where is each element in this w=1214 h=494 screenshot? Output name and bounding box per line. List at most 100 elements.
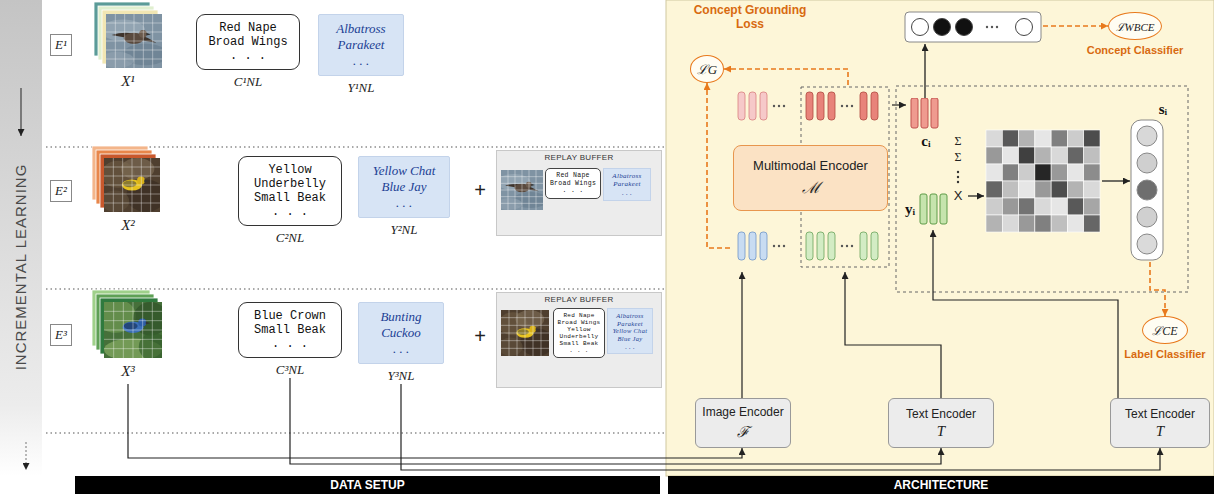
vector-bar xyxy=(930,194,937,224)
ellipsis-dot xyxy=(773,105,775,107)
set-symbol: C³NL xyxy=(238,362,342,378)
score-vector: sᵢ xyxy=(1124,100,1176,262)
bird-wing xyxy=(124,323,138,330)
photo-texture xyxy=(139,333,162,358)
similarity-cell xyxy=(986,164,1002,181)
set-symbol: Y²NL xyxy=(358,222,450,238)
vector-symbol: sᵢ xyxy=(1150,100,1176,118)
token xyxy=(817,92,824,120)
ellipsis-dot xyxy=(996,26,998,28)
flow-connector xyxy=(401,384,1160,470)
flow-connector xyxy=(892,104,906,105)
encoder-name: Text Encoder xyxy=(906,407,976,421)
flow-connector xyxy=(741,272,742,398)
loss-connector xyxy=(707,83,730,248)
item-list: Yellow Chat Blue Jay xyxy=(366,163,442,195)
concept-box: Red Nape Broad Wings. . .C¹NL xyxy=(196,14,300,90)
patch-grid xyxy=(501,203,543,204)
vector-bar xyxy=(931,98,938,128)
class-outline: Yellow Chat Blue Jay. . . xyxy=(358,156,450,218)
patch-grid xyxy=(104,339,162,340)
item-list: Albatross Parakeet Yellow Chat Blue Jay xyxy=(611,312,649,343)
encoder-symbol: ℳ xyxy=(802,176,820,198)
vector-label-holder: sᵢ xyxy=(1150,100,1176,118)
multimodal-encoder: Multimodal Encoderℳ xyxy=(730,85,892,272)
patch-grid xyxy=(104,185,160,186)
similarity-cell xyxy=(1051,164,1067,181)
encoder-name: Image Encoder xyxy=(702,405,783,419)
section-title: DATA SETUP xyxy=(75,476,660,494)
sum-symbol: Σ xyxy=(950,134,966,148)
bird-beak xyxy=(144,179,148,182)
dataset-symbol: X¹ xyxy=(108,72,148,90)
ellipsis: . . . xyxy=(366,341,436,357)
concept-unit xyxy=(1016,19,1033,36)
similarity-cell xyxy=(1051,215,1067,232)
bird-photo xyxy=(497,170,547,210)
bird-photo xyxy=(94,2,168,68)
experience-box: E² xyxy=(50,180,72,202)
bird-wing xyxy=(517,329,529,335)
similarity-cell xyxy=(1035,181,1051,198)
ellipsis-dot xyxy=(773,245,775,247)
patch-grid xyxy=(141,158,142,212)
ellipsis-dot xyxy=(783,105,785,107)
set-symbol: Y¹NL xyxy=(318,80,404,96)
scoring-group xyxy=(896,86,1188,292)
ellipsis-dot xyxy=(851,105,853,107)
side-band: INCREMENTAL LEARNING xyxy=(0,0,42,476)
bird-head xyxy=(138,319,146,327)
token xyxy=(817,232,824,260)
loss-symbol: ℒG xyxy=(697,60,717,78)
ellipsis: . . . xyxy=(204,49,292,63)
class-box: Albatross Parakeet. . .Y¹NL xyxy=(318,14,404,96)
similarity-cell xyxy=(1035,147,1051,164)
similarity-cell xyxy=(1084,215,1100,232)
ellipsis-dot xyxy=(778,105,780,107)
similarity-cell xyxy=(1019,130,1035,147)
encoder-symbol: T xyxy=(937,423,945,440)
loss-connector xyxy=(724,69,848,85)
bird-photo xyxy=(92,290,168,361)
bird-beak xyxy=(146,33,150,36)
flow-connector xyxy=(290,378,941,464)
section-bar: DATA SETUP xyxy=(75,476,660,494)
loss-ellipse: ℒWBCE xyxy=(1108,12,1162,40)
bird-photo xyxy=(92,146,166,212)
row-separator xyxy=(46,432,664,433)
similarity-cell xyxy=(1067,147,1083,164)
token xyxy=(749,92,756,120)
token xyxy=(749,232,756,260)
concept-unit xyxy=(956,19,973,36)
experience-symbol: E³ xyxy=(55,327,67,343)
ellipsis-dot xyxy=(991,26,993,28)
token xyxy=(738,92,745,120)
side-band-ground xyxy=(0,0,42,476)
patch-grid xyxy=(106,59,162,60)
class-box: Albatross Parakeet Yellow Chat Blue Jay.… xyxy=(607,308,653,354)
section-title: ARCHITECTURE xyxy=(668,476,1214,494)
patch-grid xyxy=(106,41,162,42)
encoder-box: Image Encoderℱ xyxy=(695,398,791,448)
vector-symbol: yᵢ xyxy=(902,200,918,218)
similarity-cell xyxy=(1067,198,1083,215)
photo-texture xyxy=(104,190,129,212)
score-unit xyxy=(1137,234,1157,254)
axis-title: INCREMENTAL LEARNING xyxy=(11,117,31,417)
vector-symbol: cᵢ xyxy=(906,132,946,150)
similarity-cell xyxy=(986,147,1002,164)
replay-panel-ground xyxy=(496,150,662,236)
similarity-cell xyxy=(1019,198,1035,215)
experience-symbol: E² xyxy=(55,183,67,199)
flow-arrow xyxy=(1102,180,1130,181)
similarity-cell xyxy=(1019,215,1035,232)
concept-unit xyxy=(912,19,929,36)
loss-ellipse: ℒG xyxy=(690,55,724,83)
ellipsis-dot xyxy=(841,245,843,247)
encoder-symbol: ℱ xyxy=(737,421,749,441)
patch-grid xyxy=(152,14,153,68)
ellipsis: . . . xyxy=(557,347,601,354)
ellipsis-dot xyxy=(957,171,959,173)
